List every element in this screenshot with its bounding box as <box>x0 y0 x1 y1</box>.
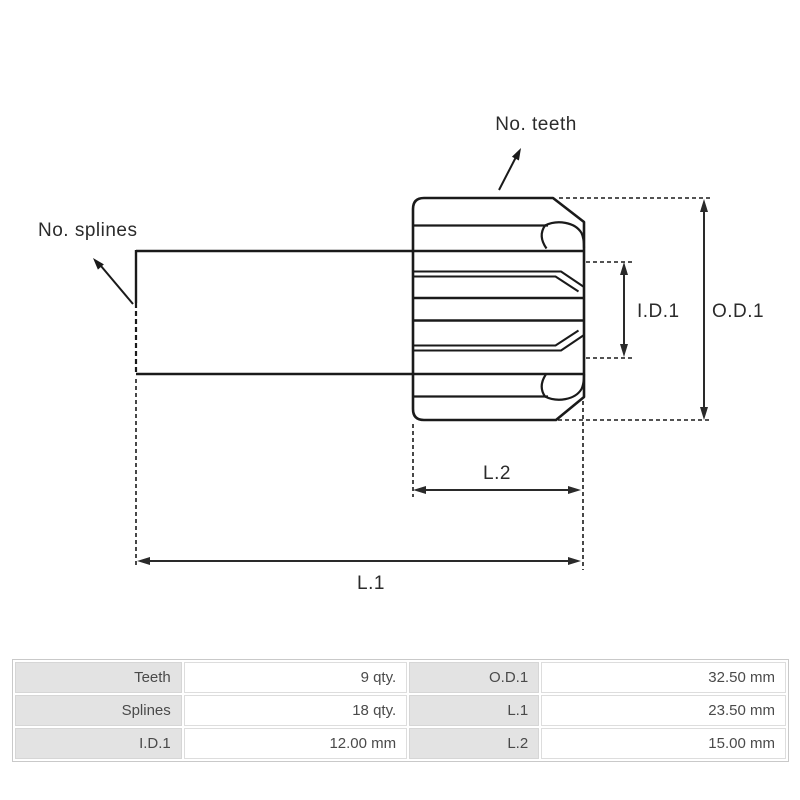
arrowhead-icon <box>568 557 581 565</box>
arrowhead-icon <box>700 199 708 212</box>
gear-groove-upper <box>413 270 585 293</box>
gear-outline <box>411 196 586 422</box>
spec-label-l2: L.2 <box>409 728 540 759</box>
gear-tooth-round-end-bottom <box>413 372 586 401</box>
gear-groove-lower <box>413 329 585 352</box>
arrowhead-icon <box>511 148 521 161</box>
spec-value-l1: 23.50 mm <box>541 695 786 726</box>
spec-table-container: Teeth 9 qty. O.D.1 32.50 mm Splines 18 q… <box>12 659 789 762</box>
l1-label: L.1 <box>357 573 385 594</box>
callout-no-splines: No. splines <box>38 220 138 305</box>
no-teeth-label: No. teeth <box>495 114 577 135</box>
spec-label-id1: I.D.1 <box>15 728 182 759</box>
dimension-l2: L.2 <box>413 463 581 494</box>
pinion-gear <box>411 196 586 422</box>
arrowhead-icon <box>413 486 426 494</box>
spec-label-splines: Splines <box>15 695 182 726</box>
callout-no-teeth: No. teeth <box>495 114 577 191</box>
arrowhead-icon <box>620 344 628 357</box>
spec-value-id1: 12.00 mm <box>183 728 408 759</box>
spec-label-od1: O.D.1 <box>409 662 540 693</box>
dimension-id1: I.D.1 <box>620 262 680 357</box>
gear-tooth-lines <box>413 249 584 376</box>
spec-value-splines: 18 qty. <box>183 695 408 726</box>
spec-row-teeth-od1: Teeth 9 qty. O.D.1 32.50 mm <box>15 662 786 693</box>
extension-lines <box>135 197 712 570</box>
arrowhead-icon <box>620 262 628 275</box>
id1-label: I.D.1 <box>637 301 680 322</box>
spec-row-splines-l1: Splines 18 qty. L.1 23.50 mm <box>15 695 786 726</box>
spec-row-id1-l2: I.D.1 12.00 mm L.2 15.00 mm <box>15 728 786 759</box>
spec-label-teeth: Teeth <box>15 662 182 693</box>
od1-label: O.D.1 <box>712 301 764 322</box>
gear-tooth-round-end-top <box>413 221 586 250</box>
technical-drawing: O.D.1 I.D.1 L.2 L.1 No. teeth <box>38 114 764 594</box>
spec-label-l1: L.1 <box>409 695 540 726</box>
arrowhead-icon <box>137 557 150 565</box>
shaft <box>134 249 413 376</box>
no-splines-label: No. splines <box>38 220 138 241</box>
arrowhead-icon <box>700 407 708 420</box>
spec-value-od1: 32.50 mm <box>541 662 786 693</box>
dimension-od1: O.D.1 <box>700 199 764 420</box>
l2-label: L.2 <box>483 463 511 484</box>
arrowhead-icon <box>568 486 581 494</box>
spec-value-teeth: 9 qty. <box>183 662 408 693</box>
spec-value-l2: 15.00 mm <box>541 728 786 759</box>
arrowhead-icon <box>93 258 104 270</box>
spec-table: Teeth 9 qty. O.D.1 32.50 mm Splines 18 q… <box>12 659 789 762</box>
dimension-l1: L.1 <box>137 557 581 594</box>
